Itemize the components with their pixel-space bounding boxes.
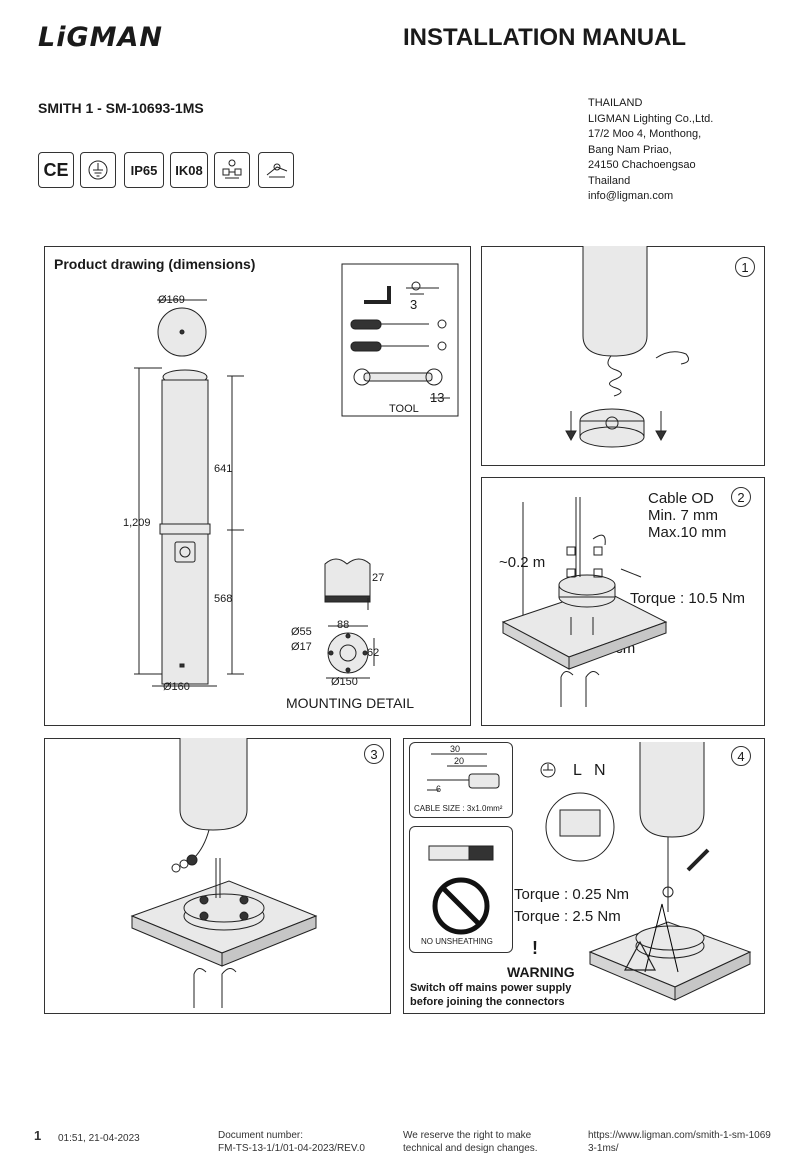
earth-class-badge bbox=[80, 152, 116, 188]
rights-line1: We reserve the right to make bbox=[403, 1130, 532, 1141]
step2-torque: Torque : 10.5 Nm bbox=[630, 590, 746, 607]
warning-line1: Switch off mains power supply bbox=[410, 982, 572, 994]
footer-url[interactable]: https://www.ligman.com/smith-1-sm-1069 3… bbox=[588, 1130, 771, 1155]
address-company: LIGMAN Lighting Co.,Ltd. bbox=[588, 112, 714, 125]
footer-rights: We reserve the right to make technical a… bbox=[403, 1130, 538, 1155]
step2-cable-max: Max.10 mm bbox=[648, 524, 727, 541]
mounting-detail-label: MOUNTING DETAIL bbox=[286, 695, 415, 711]
tool-allen-size: 3 bbox=[410, 297, 418, 312]
strip-dim-6: 6 bbox=[436, 784, 442, 794]
product-dimension-drawing bbox=[134, 263, 459, 687]
product-drawing-title: Product drawing (dimensions) bbox=[54, 256, 256, 272]
ip65-badge: IP65 bbox=[124, 152, 164, 188]
step4-torque-small: Torque : 0.25 Nm bbox=[514, 886, 630, 903]
footer-document-number: Document number: FM-TS-13-1/1/01-04-2023… bbox=[218, 1130, 365, 1155]
product-name: SMITH 1 - SM-10693-1MS bbox=[38, 100, 204, 116]
address-line2: Bang Nam Priao, bbox=[588, 143, 672, 156]
mount-dim-17: Ø17 bbox=[291, 641, 312, 653]
step4-torque-large: Torque : 2.5 Nm bbox=[514, 908, 621, 925]
address-country: THAILAND bbox=[588, 97, 643, 109]
dim-lower-height: 568 bbox=[214, 593, 233, 605]
step2-cable-min: Min. 7 mm bbox=[648, 507, 719, 524]
step2-height: ~0.2 m bbox=[499, 554, 546, 571]
url-line1[interactable]: https://www.ligman.com/smith-1-sm-1069 bbox=[588, 1130, 771, 1141]
doc-number-label: Document number: bbox=[218, 1130, 304, 1141]
no-unsheathing-box bbox=[409, 826, 513, 953]
warning-line2: before joining the connectors bbox=[410, 996, 565, 1008]
step3-number: 3 bbox=[364, 744, 384, 764]
connector-icon bbox=[222, 159, 242, 179]
page-number: 1 bbox=[34, 1128, 42, 1143]
mount-dim-150: Ø150 bbox=[331, 676, 358, 688]
cable-size-label: CABLE SIZE : 3x1.0mm² bbox=[414, 804, 503, 813]
document-title: INSTALLATION MANUAL bbox=[403, 24, 687, 51]
address-line1: 17/2 Moo 4, Monthong, bbox=[588, 128, 702, 140]
rights-line2: technical and design changes. bbox=[403, 1142, 538, 1154]
connector-icon-badge bbox=[214, 152, 250, 188]
strip-dim-20: 20 bbox=[454, 756, 465, 766]
cable-strip-box bbox=[409, 742, 513, 818]
dimmable-icon-badge bbox=[258, 152, 294, 188]
dim-top-diameter: Ø169 bbox=[158, 294, 185, 306]
step2-cable-od: Cable OD bbox=[648, 490, 714, 507]
mount-dim-27: 27 bbox=[372, 572, 385, 584]
mount-dim-55: Ø55 bbox=[291, 626, 312, 638]
wire-live-label: L bbox=[573, 762, 582, 779]
doc-number-value: FM-TS-13-1/1/01-04-2023/REV.0 bbox=[218, 1142, 365, 1154]
ik08-badge: IK08 bbox=[170, 152, 208, 188]
cable-strip-diagram bbox=[427, 753, 500, 791]
brand-logo: LiGMAN bbox=[38, 22, 163, 53]
address-line4: Thailand bbox=[588, 174, 631, 187]
address-line3: 24150 Chachoengsao bbox=[588, 159, 696, 171]
ce-mark-badge: CE bbox=[38, 152, 74, 188]
step4-illustration bbox=[540, 742, 752, 1001]
warning-title: WARNING bbox=[507, 964, 575, 980]
mount-dim-62: 62 bbox=[367, 647, 380, 659]
tool-label: TOOL bbox=[389, 403, 419, 415]
step2-number: 2 bbox=[731, 487, 751, 507]
step1-number: 1 bbox=[735, 257, 755, 277]
address-email: info@ligman.com bbox=[588, 190, 674, 202]
company-address: THAILAND LIGMAN Lighting Co.,Ltd. 17/2 M… bbox=[588, 96, 713, 205]
no-unsheathing-label: NO UNSHEATHING bbox=[421, 937, 493, 946]
dim-total-height: 1,209 bbox=[123, 517, 151, 529]
step3-illustration bbox=[130, 738, 318, 1008]
mount-dim-88: 88 bbox=[337, 619, 350, 631]
step2-illustration bbox=[501, 497, 668, 707]
tool-wrench-size: 13 bbox=[430, 390, 445, 405]
dim-upper-height: 641 bbox=[214, 463, 233, 475]
strip-dim-30: 30 bbox=[450, 744, 461, 754]
url-line2[interactable]: 3-1ms/ bbox=[588, 1142, 619, 1154]
footer-timestamp: 01:51, 21-04-2023 bbox=[58, 1133, 140, 1144]
warning-icon: ! bbox=[532, 938, 538, 958]
lamp-icon bbox=[266, 163, 288, 178]
earth-icon bbox=[88, 160, 108, 180]
dim-base-diameter: Ø160 bbox=[163, 681, 190, 693]
no-unsheathing-diagram bbox=[428, 845, 494, 935]
wire-neutral-label: N bbox=[594, 762, 606, 779]
step4-number: 4 bbox=[731, 746, 751, 766]
product-drawing-panel bbox=[44, 246, 471, 726]
step1-illustration bbox=[565, 246, 690, 448]
